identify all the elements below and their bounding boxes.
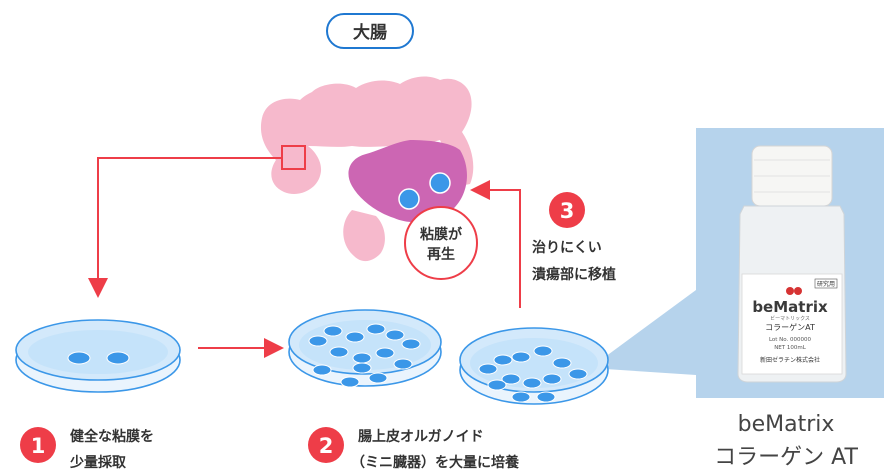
product-caption-line2: コラーゲン AT xyxy=(714,445,858,470)
step-3-badge xyxy=(549,192,585,228)
bottle-product-name: コラーゲンAT xyxy=(765,322,815,332)
transplanted-organoid xyxy=(398,188,420,210)
product-panel-pointer xyxy=(590,290,696,375)
regenerate-badge xyxy=(404,206,478,280)
step-2-badge xyxy=(308,427,344,463)
bottle-brand: beMatrix xyxy=(752,298,828,316)
arrow-biopsy-to-dish xyxy=(88,157,282,298)
organ-label: 大腸 xyxy=(353,22,387,43)
petri-dish-3 xyxy=(459,327,609,405)
petri-dish-1 xyxy=(15,319,181,393)
transplanted-organoid xyxy=(429,172,451,194)
bottle-net: NET 100mL xyxy=(774,345,807,351)
regenerate-label-line1: 粘膜が xyxy=(420,226,463,243)
petri-dish-2 xyxy=(288,309,442,388)
step-1-number: 1 xyxy=(31,434,46,458)
product-bottle: 研究用 beMatrix ビーマトリックス コラーゲンAT Lot No. 00… xyxy=(737,145,847,383)
step-1-text-line2: 少量採取 xyxy=(69,454,127,471)
step-3-text-line2: 潰瘍部に移植 xyxy=(532,266,616,283)
regenerate-label-line2: 再生 xyxy=(427,246,455,263)
step-2-text-line1: 腸上皮オルガノイド xyxy=(358,428,484,445)
bottle-kana: ビーマトリックス xyxy=(770,315,810,322)
colon-illustration xyxy=(260,76,474,262)
step-2-number: 2 xyxy=(319,434,334,458)
step-1-text-line1: 健全な粘膜を xyxy=(70,428,154,445)
product-caption: beMatrix コラーゲン AT xyxy=(696,408,876,474)
step-1-badge xyxy=(20,427,56,463)
step-3-text-line1: 治りにくい xyxy=(532,239,602,256)
organ-label-pill xyxy=(326,13,414,49)
bottle-badge: 研究用 xyxy=(817,280,835,288)
colon-affected-area xyxy=(348,140,467,223)
bottle-lot: Lot No. 000000 xyxy=(769,337,812,343)
arrow-transplant-to-colon xyxy=(470,180,521,308)
colon-body xyxy=(260,76,474,195)
bottle-maker: 新田ゼラチン株式会社 xyxy=(760,356,820,364)
product-caption-line1: beMatrix xyxy=(737,412,835,437)
step-2-text-line2: （ミニ臓器）を大量に培養 xyxy=(351,454,519,471)
rectum xyxy=(343,210,385,262)
step-3-number: 3 xyxy=(560,199,575,223)
